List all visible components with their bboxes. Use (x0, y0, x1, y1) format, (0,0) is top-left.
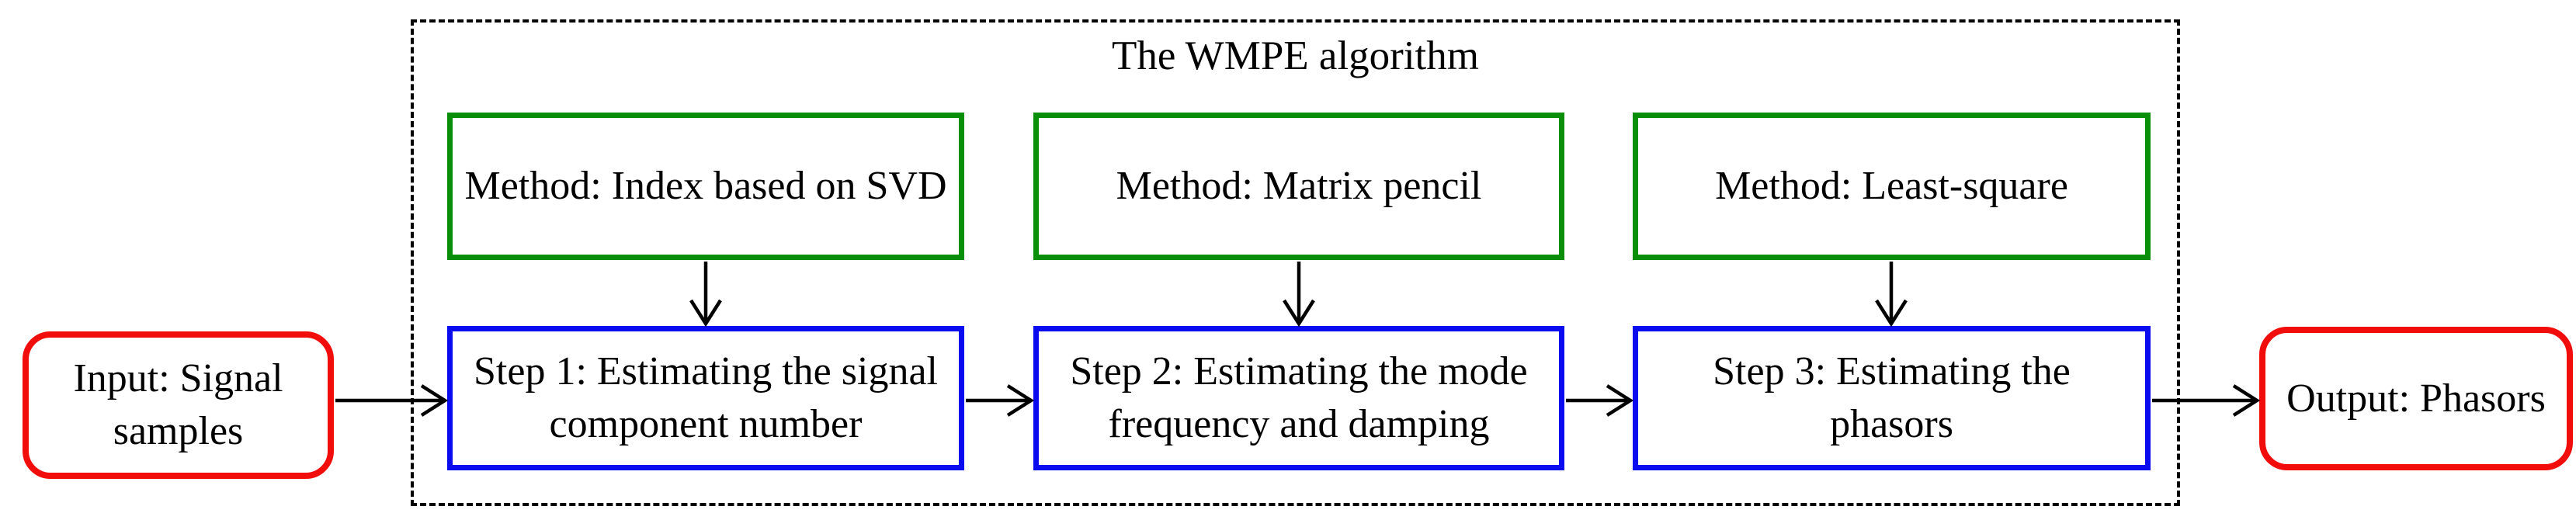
method-box-least-square-label: Method: Least-square (1715, 164, 2068, 209)
output-box-label: Output: Phasors (2286, 376, 2546, 421)
method-box-least-square: Method: Least-square (1633, 113, 2151, 260)
step1-box: Step 1: Estimating the signal component … (447, 326, 964, 470)
method-box-svd: Method: Index based on SVD (447, 113, 964, 260)
step3-box-label: Step 3: Estimating the phasors (1713, 349, 2071, 446)
step2-box-label: Step 2: Estimating the mode frequency an… (1070, 349, 1528, 446)
step2-box: Step 2: Estimating the mode frequency an… (1033, 326, 1564, 470)
input-box: Input: Signal samples (23, 331, 334, 479)
diagram-title: The WMPE algorithm (1111, 33, 1479, 78)
algorithm-dashed-container (411, 19, 2180, 506)
method-box-svd-label: Method: Index based on SVD (464, 164, 947, 209)
output-box: Output: Phasors (2259, 327, 2573, 470)
step1-box-label: Step 1: Estimating the signal component … (474, 349, 938, 446)
method-box-matrix-pencil: Method: Matrix pencil (1033, 113, 1564, 260)
input-box-label: Input: Signal samples (73, 356, 283, 453)
method-box-matrix-pencil-label: Method: Matrix pencil (1116, 164, 1482, 209)
step3-box: Step 3: Estimating the phasors (1633, 326, 2151, 470)
